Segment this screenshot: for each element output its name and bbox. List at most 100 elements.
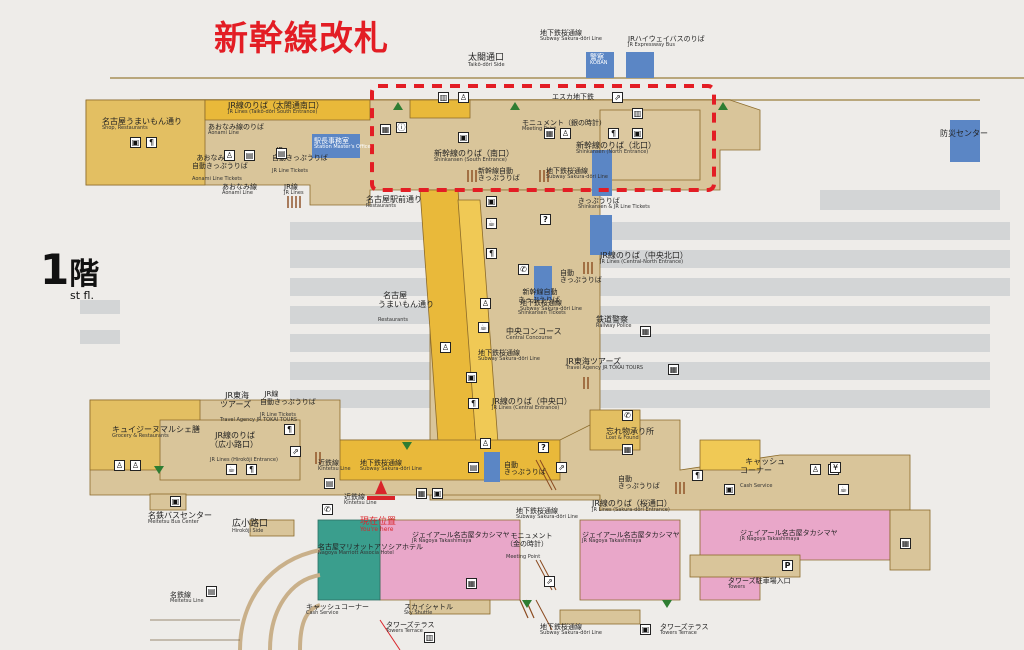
kintetsu-left-ja: 近鉄線 [318, 459, 339, 467]
shinkansen-jr-tickets-label: きっぷうりば Shinkansen & JR Line Tickets [578, 197, 650, 211]
takashimaya-2-label: ジェイアール名古屋タカシマヤ JR Nagoya Takashimaya [582, 531, 680, 545]
hirokoji-side-ja: 広小路口 [232, 519, 269, 529]
lost-found-label: 忘れ物承り所 Lost & Found [606, 427, 654, 442]
sky-shuttle-ja: スカイシャトル [404, 603, 453, 611]
lost-found-ja: 忘れ物承り所 [606, 427, 654, 436]
shinkansen-south-en: Shinkansen (South Entrance) [434, 157, 507, 164]
jr-auto-left-ja: JR線 自動きっぷうりば [260, 390, 316, 406]
toilet-icon: ♙ [224, 150, 235, 161]
auto-ticket-label: 自動 きっぷうりば [560, 269, 602, 285]
towers-terrace-right-ja: タワーズテラス [660, 623, 709, 631]
current-pos-ja: 現在位置 [360, 517, 397, 527]
towers-terrace-left-ja: タワーズテラス [386, 621, 435, 629]
shop-icon: ▣ [640, 624, 651, 635]
takashimaya-2-ja: ジェイアール名古屋タカシマヤ [582, 531, 680, 539]
elevator-icon: ▥ [438, 92, 449, 103]
jr-tokai-tours-label: JR東海ツアーズ Travel Agency JR TOKAI TOURS [566, 357, 643, 372]
stairs [287, 170, 685, 494]
cash-icon: ¥ [830, 462, 841, 473]
cash-corner-left-ja: キャッシュコーナー [306, 603, 369, 611]
meieki-ekimae-label: 名古屋駅前通り Restaurants [366, 195, 422, 210]
takashimaya-3-ja: ジェイアール名古屋タカシマヤ [740, 529, 838, 537]
marriott-ja: 名古屋マリオットアソシアホテル [318, 543, 423, 551]
stationmaster-ja: 駅長事務室 [314, 137, 349, 145]
exit-arrow-icon [402, 442, 412, 450]
takashimaya-3-en: JR Nagoya Takashimaya [740, 536, 800, 543]
current-position-label: 現在位置 You're here [360, 517, 397, 534]
locker-icon: ▦ [900, 538, 911, 549]
locker-icon: ▦ [640, 326, 651, 337]
kintetsu-left-en: Kintetsu Line [318, 466, 351, 473]
exit-arrow-icon [522, 600, 532, 608]
subway-mid-ja: 地下鉄桜通線 [546, 167, 588, 175]
umaimon-top-label: 名古屋うまいもん通り Shop, Restaurants [102, 117, 182, 132]
cash-corner-left-label: キャッシュコーナー Cash Service [306, 603, 369, 617]
towers-terrace-right-en: Towers Terrace [660, 630, 697, 637]
central-concourse-en: Central Concourse [506, 335, 553, 342]
towers-terrace-right-label: タワーズテラス Towers Terrace [660, 623, 709, 637]
bousai-label: 防災センター [940, 129, 988, 138]
monument-gold-ja: モニュメント （金の時計） [506, 532, 553, 548]
help-icon: ? [538, 442, 549, 453]
umaimon-mid-en: Restaurants [378, 316, 408, 323]
exit-arrow-icon [393, 102, 403, 110]
railway-police-label: 鉄道警察 Railway Police [596, 315, 631, 330]
kiyoshi-label: キュイジーヌマルシェ膳 Grocery & Restaurants [112, 425, 200, 440]
current-pos-en: You're here [360, 526, 394, 534]
monument-gold-label: モニュメント （金の時計） Meeting Point [506, 526, 552, 568]
monument-silver-ja: モニュメント（銀の時計） [522, 119, 606, 127]
marriott-label: 名古屋マリオットアソシアホテル Nagoya Marriott Associa … [318, 543, 423, 557]
takashimaya-1-label: ジェイアール名古屋タカシマヤ JR Nagoya Takashimaya [412, 531, 510, 545]
sky-shuttle-en: Sky Shuttle [404, 610, 433, 617]
shinkansen-tickets-1-label: 新幹線自動 きっぷうりば [478, 167, 520, 183]
floor-number: 1階 [40, 245, 99, 294]
shinkansen-tickets-2-label: 新幹線自動 きっぷうりば Shinkansen Tickets [518, 282, 566, 324]
meitetsu-bus-en: Meitetsu Bus Center [148, 519, 199, 526]
towers-parking-label: タワーズ駐車場入口 Towers [728, 577, 791, 591]
lost-found-en: Lost & Found [606, 435, 639, 442]
jr-tokai-tours-left-ja: JR東海 ツアーズ [220, 391, 252, 409]
current-position-marker [375, 480, 387, 494]
subway-top-ja: 地下鉄桜通線 [540, 29, 582, 37]
meieki-ekimae-ja: 名古屋駅前通り [366, 195, 422, 204]
shop-icon: ▣ [466, 372, 477, 383]
subway-4-label: 地下鉄桜通線 Subway Sakura-dōri Line [360, 459, 422, 473]
locker-icon: ▦ [622, 444, 633, 455]
subway-3-ja: 地下鉄桜通線 [478, 349, 520, 357]
aonami-line-en: Aonami Line [222, 190, 253, 197]
exit-arrow-icon [718, 102, 728, 110]
locker-icon: ▦ [668, 364, 679, 375]
shop-icon: ▣ [130, 137, 141, 148]
takashimaya-1-ja: ジェイアール名古屋タカシマヤ [412, 531, 510, 539]
toilet-icon: ♙ [810, 464, 821, 475]
subway-top-label: 地下鉄桜通線 Subway Sakura-dōri Line [540, 29, 602, 43]
subway-6-ja: 地下鉄桜通線 [540, 623, 582, 631]
jr-sakura-label: JR線のりば（桜通口） JR Lines (Sakura-dōri Entran… [592, 499, 672, 514]
toilet-icon: ♙ [480, 298, 491, 309]
jr-auto-left-label: JR線 自動きっぷうりば JR Line Tickets [260, 384, 316, 426]
koban-ja: 警察 [590, 53, 604, 61]
central-concourse-label: 中央コンコース Central Concourse [506, 327, 562, 342]
kintetsu-left2-en: Kintetsu Line [344, 500, 377, 507]
jr-central-ja: JR線のりば（中央口） [492, 397, 572, 406]
highway-bus-en: JR Expressway Bus [628, 42, 675, 49]
meitetsu-bus-label: 名鉄バスセンター Meitetsu Bus Center [148, 511, 212, 526]
shinkansen-tickets-2-ja: 新幹線自動 きっぷうりば [518, 288, 560, 304]
taiko-exit-ja: 太閤通口 [468, 53, 505, 63]
cash-corner-right-ja: キャッシュ コーナー [740, 457, 786, 475]
aonami-line-label: あおなみ線 Aonami Line [222, 183, 257, 197]
shinkansen-south-label: 新幹線のりば（南口） Shinkansen (South Entrance) [434, 149, 514, 164]
info-icon: ⓘ [396, 122, 407, 133]
restaurant-icon: ¶ [608, 128, 619, 139]
ticket-machine-icon: ▤ [468, 462, 479, 473]
exit-arrow-icon [510, 102, 520, 110]
floor-digit: 1 [40, 245, 70, 294]
kiyoshi-en: Grocery & Restaurants [112, 433, 169, 440]
yellow-corridors [85, 99, 761, 481]
subway-4-ja: 地下鉄桜通線 [360, 459, 402, 467]
monument-gold-en: Meeting Point [506, 554, 541, 561]
shinkansen-north-label: 新幹線のりば（北口） Shinkansen (North Entrance) [576, 141, 656, 156]
highway-bus-ja: JRハイウェイバスのりば [628, 35, 705, 43]
shop-icon: ▣ [486, 196, 497, 207]
aonami-auto-en: Aonami Line Tickets [192, 176, 242, 183]
